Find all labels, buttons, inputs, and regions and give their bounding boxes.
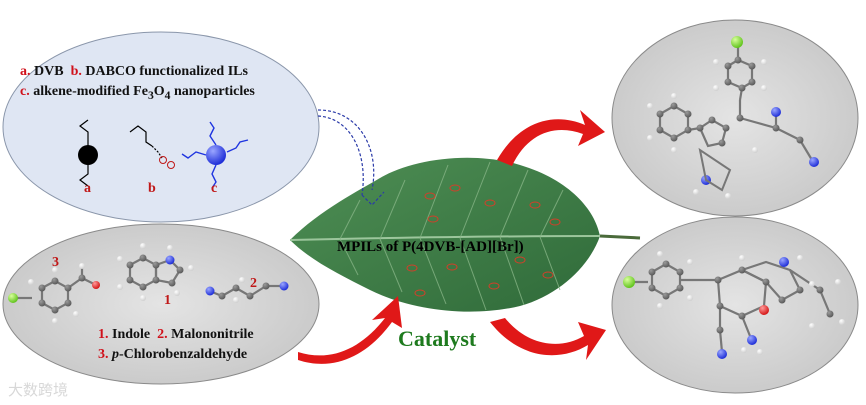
- legend-c-mid: O: [153, 84, 165, 99]
- chlorobenzaldehyde-atoms: [8, 263, 100, 324]
- legend-c-sub2: 4: [164, 88, 171, 102]
- legend-line-2: c. alkene-modified Fe3O4 nanoparticles: [20, 84, 255, 102]
- legend-line-1: a. DVB b. DABCO functionalized ILs: [20, 64, 248, 80]
- reagent-1-num: 1.: [98, 327, 109, 342]
- struct-a-label: a: [84, 181, 91, 196]
- arrow-from-bottom-left: [298, 296, 402, 364]
- reagent-2-name: Malononitrile: [171, 327, 254, 342]
- reagent-line-1: 1. Indole 2. Malononitrile: [98, 327, 254, 343]
- malononitrile-atoms: [205, 277, 289, 303]
- product-bottom-atoms: [623, 251, 845, 359]
- legend-b-text: DABCO functionalized ILs: [85, 64, 248, 79]
- top-right-panel: [611, 19, 859, 217]
- compound-1-label: 1: [164, 293, 171, 308]
- reagent-3-name: -Chlorobenzaldehyde: [119, 347, 248, 362]
- legend-b-letter: b.: [70, 64, 82, 79]
- reagent-line-2: 3. p-Chlorobenzaldehyde: [98, 347, 247, 363]
- dvb-core: [78, 145, 98, 165]
- legend-a-letter: a.: [20, 64, 31, 79]
- red-arrows: [298, 110, 606, 364]
- watermark: 大数跨境: [8, 381, 69, 399]
- top-left-panel: [2, 31, 320, 223]
- dashed-arrows: [317, 109, 385, 206]
- legend-a-text: DVB: [34, 64, 64, 79]
- legend-c-letter: c.: [20, 84, 30, 99]
- reagent-3-num: 3.: [98, 347, 109, 362]
- compound-2-label: 2: [250, 276, 257, 291]
- compound-3-label: 3: [52, 255, 59, 270]
- arrow-to-bottom-right: [490, 318, 606, 360]
- indole-ring-top: [698, 147, 732, 192]
- legend-c-sub1: 3: [147, 88, 154, 102]
- fe3o4-core: [206, 145, 226, 165]
- arrow-to-top-right: [497, 110, 605, 166]
- indole-atoms: [117, 243, 194, 301]
- bottom-right-panel: [611, 216, 859, 394]
- leaf-catalyst: [289, 157, 641, 312]
- legend-c-text: alkene-modified Fe: [33, 84, 148, 99]
- struct-c-label: c: [211, 181, 218, 196]
- reagent-3-prefix: p: [112, 347, 119, 362]
- anion-icon: [167, 161, 175, 169]
- catalyst-label: Catalyst: [398, 326, 477, 351]
- structure-b: [129, 125, 163, 159]
- struct-b-label: b: [148, 181, 156, 196]
- legend-c-post: nanoparticles: [170, 84, 255, 99]
- reagent-2-num: 2.: [157, 327, 168, 342]
- leaf-label: MPILs of P(4DVB-[AD][Br]): [337, 239, 524, 255]
- structure-a: [79, 119, 89, 187]
- reagent-1-name: Indole: [112, 327, 151, 342]
- product-top-atoms: [647, 36, 819, 199]
- cation-icon: [159, 156, 167, 164]
- structure-c: [181, 121, 249, 189]
